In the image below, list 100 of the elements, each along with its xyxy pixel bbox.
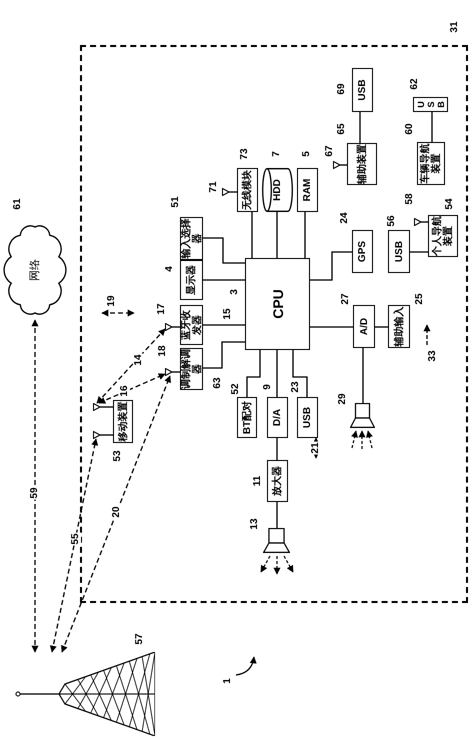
signal-arrow — [61, 375, 171, 653]
reference-numeral: 19 — [107, 295, 117, 307]
reference-numeral: 27 — [341, 293, 351, 305]
connector-line — [310, 251, 352, 281]
component-box — [267, 397, 288, 438]
disk-cylinder — [262, 168, 293, 212]
box-label: 调制解调器 — [180, 349, 202, 389]
box-label: 辅助装置 — [356, 144, 368, 184]
reference-numeral: 60 — [405, 123, 415, 135]
box-label: RAM — [302, 178, 313, 202]
reference-numeral: 15 — [223, 308, 233, 320]
component-box — [413, 97, 448, 112]
reference-numeral: 24 — [340, 212, 350, 224]
reference-numeral: 58 — [405, 193, 415, 205]
reference-numeral: 54 — [445, 198, 455, 210]
connector-line — [100, 434, 113, 436]
connector-line — [310, 326, 353, 328]
reference-numeral: 11 — [253, 476, 263, 486]
signal-arrow — [312, 437, 320, 459]
box-label: 个人导航装置 — [432, 216, 454, 256]
component-box — [237, 168, 258, 212]
reference-numeral: 4 — [165, 266, 175, 272]
edge-label: 20 — [112, 505, 122, 519]
component-box — [352, 230, 373, 273]
box-label: BT配对 — [242, 400, 252, 434]
connector-line — [292, 350, 308, 397]
component-box — [347, 143, 377, 185]
connector-line — [203, 237, 245, 264]
edge-label: 59 — [30, 486, 40, 500]
box-label: 输入选择器 — [180, 218, 202, 259]
component-box — [352, 68, 373, 112]
connector-line — [100, 406, 113, 408]
boundary-box — [80, 45, 468, 603]
connector-line — [359, 112, 361, 143]
reference-numeral: 3 — [230, 289, 240, 295]
reference-numeral: 7 — [272, 151, 282, 157]
edge-label: 16 — [120, 384, 130, 398]
reference-numeral: 67 — [325, 145, 335, 157]
signal-arrow — [32, 319, 38, 653]
reference-numeral: 13 — [250, 518, 260, 530]
tower-drawing — [15, 652, 155, 736]
reference-numeral: 18 — [158, 345, 168, 357]
component-box — [237, 397, 257, 438]
reference-numeral: 62 — [410, 78, 420, 90]
box-label: 蓝牙收发器 — [180, 309, 202, 342]
signal-arrow — [98, 373, 166, 404]
component-box — [297, 397, 318, 438]
antenna-icon — [93, 403, 100, 411]
reference-numeral: 9 — [263, 384, 273, 390]
signal-arrow — [96, 328, 166, 404]
reference-numeral: 1 — [223, 678, 233, 684]
box-label: 车辆导航装置 — [420, 143, 442, 184]
reference-numeral: 63 — [213, 377, 223, 389]
box-label: 移动装置 — [118, 402, 128, 442]
antenna-icon — [333, 161, 340, 169]
connector-line — [203, 324, 245, 326]
connector-line — [203, 279, 245, 281]
connector-line — [276, 350, 278, 397]
reference-numeral: 5 — [302, 151, 312, 157]
speaker-icon — [350, 403, 375, 428]
component-box — [353, 305, 375, 348]
component-box — [180, 305, 203, 345]
connector-line — [375, 326, 388, 328]
edge-label: 55 — [71, 532, 81, 546]
box-label: USB — [394, 240, 404, 262]
component-box — [245, 258, 310, 350]
reference-numeral: 29 — [338, 393, 348, 405]
component-box — [388, 230, 410, 273]
box-label: USB — [302, 406, 313, 428]
component-box — [388, 305, 410, 348]
box-label: 放大器 — [272, 466, 283, 496]
connector-line — [251, 212, 253, 258]
box-label: 辅助输入 — [394, 306, 404, 346]
component-box — [297, 168, 318, 212]
reference-numeral: 31 — [450, 21, 460, 33]
edge-label: 14 — [134, 353, 144, 367]
box-label: 显示器 — [186, 265, 197, 295]
connector-line — [246, 350, 261, 397]
connector-line — [431, 112, 433, 142]
edge-label: 21 — [311, 441, 321, 455]
reference-numeral: 57 — [135, 633, 145, 645]
box-label: A/D — [358, 318, 370, 336]
reference-numeral: 51 — [171, 196, 181, 208]
box-label: 网络 — [30, 259, 40, 281]
reference-numeral: 71 — [209, 181, 219, 193]
reference-numeral: 65 — [337, 123, 347, 135]
antenna-icon — [414, 218, 421, 226]
component-box — [180, 260, 203, 300]
reference-numeral: 25 — [415, 293, 425, 305]
component-box — [267, 460, 288, 502]
box-label: USB — [416, 100, 446, 109]
connector-line — [276, 438, 278, 460]
reference-numeral: 17 — [157, 303, 167, 315]
connector-line — [276, 212, 278, 258]
box-label: D/A — [272, 408, 283, 426]
antenna-icon — [222, 188, 229, 196]
antenna-icon — [165, 323, 172, 331]
reference-numeral: 33 — [428, 350, 438, 362]
reference-numeral: 23 — [291, 381, 301, 393]
component-box — [113, 400, 133, 443]
